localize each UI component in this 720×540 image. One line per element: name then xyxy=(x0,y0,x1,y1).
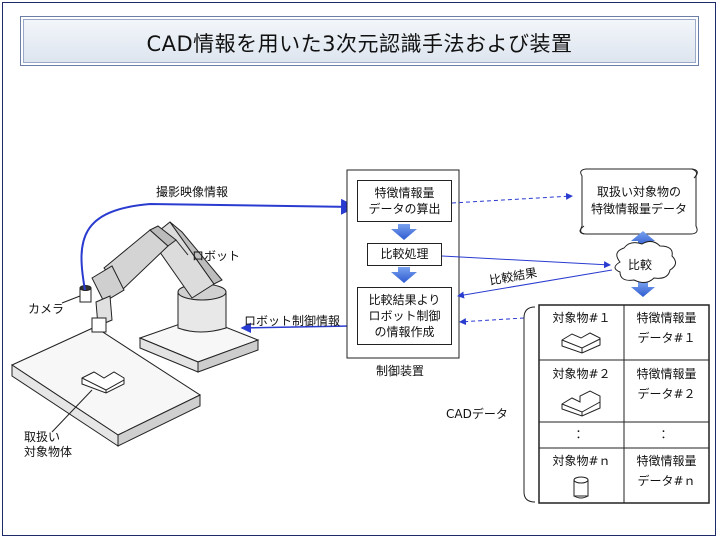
feature-1-line-1: 特徴情報量 xyxy=(624,308,709,328)
handled-object-label: 取扱い 対象物体 xyxy=(24,430,72,460)
camera-leader-line xyxy=(62,296,80,303)
compare-process-block: 比較処理 xyxy=(367,243,442,266)
handled-object-line-1: 取扱い xyxy=(24,430,72,445)
create-info-line-2: ロボット制御 xyxy=(358,308,451,324)
table-cell-feature-n: 特徴情報量 データ#ｎ xyxy=(624,451,709,491)
cad-to-control-arrow xyxy=(460,318,524,322)
scroll-text: 取扱い対象物の 特徴情報量データ xyxy=(586,184,692,218)
robot-control-info-label: ロボット制御情報 xyxy=(244,312,340,329)
table-cell-feature-2: 特徴情報量 データ#２ xyxy=(624,364,709,404)
cad-bracket xyxy=(524,307,535,502)
control-device-label: 制御装置 xyxy=(376,362,424,379)
feature-n-line-1: 特徴情報量 xyxy=(624,451,709,471)
object-2-icon xyxy=(562,391,600,416)
handled-object-line-2: 対象物体 xyxy=(24,445,72,460)
feature-1-line-2: データ#１ xyxy=(624,328,709,348)
robot-label: ロボット xyxy=(192,247,240,264)
robot-arm xyxy=(92,222,226,332)
table-cell-feature-ellipsis: ： xyxy=(624,424,709,444)
object-n-icon xyxy=(574,477,588,498)
table-cell-object-ellipsis: ： xyxy=(539,424,624,444)
cad-data-label: CADデータ xyxy=(446,405,508,422)
feature-n-line-2: データ#ｎ xyxy=(624,471,709,491)
create-info-block: 比較結果より ロボット制御 の情報作成 xyxy=(357,287,452,345)
create-info-line-3: の情報作成 xyxy=(358,324,451,340)
scroll-line-1: 取扱い対象物の xyxy=(586,184,692,201)
camera-image-info-label: 撮影映像情報 xyxy=(156,183,228,200)
down-arrow-3 xyxy=(631,282,655,297)
feature-calc-line-2: データの算出 xyxy=(358,201,451,217)
feature-calc-block: 特徴情報量 データの算出 xyxy=(357,180,452,222)
create-info-line-1: 比較結果より xyxy=(358,292,451,308)
feature-2-line-1: 特徴情報量 xyxy=(624,364,709,384)
object-1-icon xyxy=(562,333,600,353)
table-cell-object-n: 対象物#ｎ xyxy=(539,451,624,471)
table-cell-object-1: 対象物#１ xyxy=(539,308,624,328)
process-to-compare-arrow xyxy=(442,256,610,265)
feature-calc-line-1: 特徴情報量 xyxy=(358,185,451,201)
table-cell-object-2: 対象物#２ xyxy=(539,364,624,384)
table-cell-feature-1: 特徴情報量 データ#１ xyxy=(624,308,709,348)
compare-label: 比較 xyxy=(628,256,652,273)
camera-label: カメラ xyxy=(28,300,64,317)
scroll-line-2: 特徴情報量データ xyxy=(586,201,692,218)
feature-to-scroll-arrow xyxy=(452,196,572,203)
feature-2-line-2: データ#２ xyxy=(624,384,709,404)
